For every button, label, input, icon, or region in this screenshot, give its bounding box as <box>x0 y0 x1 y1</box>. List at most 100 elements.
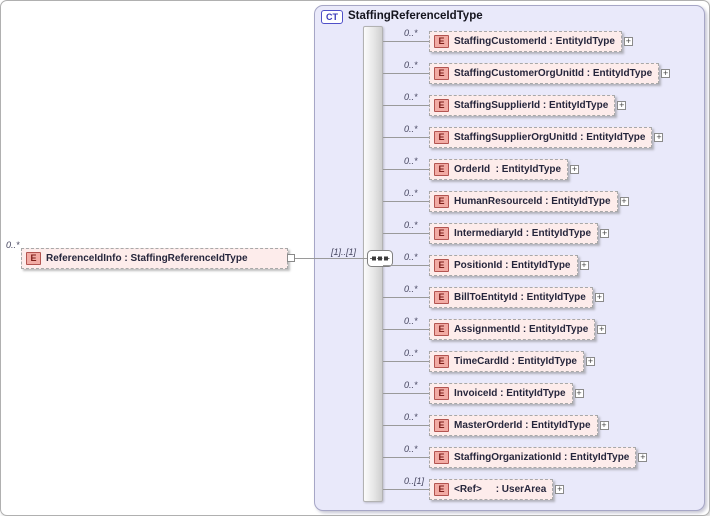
element-icon: E <box>434 194 449 208</box>
element-staffing-supplier-org-unit-id[interactable]: E StaffingSupplierOrgUnitId : EntityIdTy… <box>429 126 653 148</box>
expand-button[interactable]: + <box>586 355 595 366</box>
cardinality-label: 0..[1] <box>404 476 425 486</box>
child-row: 0..* E StaffingSupplierId : EntityIdType… <box>383 92 627 116</box>
element-name: StaffingSupplierOrgUnitId <box>454 131 578 143</box>
connector-line <box>383 457 429 458</box>
element-type: : EntityIdType <box>497 387 566 399</box>
element-icon: E <box>26 251 41 265</box>
element-type: : EntityIdType <box>540 99 609 111</box>
expand-button[interactable]: + <box>638 451 648 462</box>
expand-button[interactable]: + <box>579 259 589 270</box>
element-icon: E <box>434 418 449 432</box>
expand-button[interactable]: + <box>555 483 565 494</box>
element-invoice-id[interactable]: E InvoiceId : EntityIdType <box>429 382 573 404</box>
element-ref-user-area[interactable]: E <Ref> : UserArea <box>429 478 554 500</box>
element-name: <Ref> <box>454 483 482 495</box>
element-type: : EntityIdType <box>502 259 571 271</box>
element-referenceidinfo[interactable]: E ReferenceIdInfo : StaffingReferenceIdT… <box>21 247 288 269</box>
child-row: 0..* E BillToEntityId : EntityIdType + <box>383 284 604 308</box>
element-icon: E <box>434 386 449 400</box>
element-staffing-customer-org-unit-id[interactable]: E StaffingCustomerOrgUnitId : EntityIdTy… <box>429 62 660 84</box>
child-row: 0..* E OrderId : EntityIdType + <box>383 156 580 180</box>
child-row: 0..* E TimeCardId : EntityIdType + <box>383 348 595 372</box>
child-row: 0..* E PositionId : EntityIdType + <box>383 252 589 276</box>
child-row: 0..* E InvoiceId : EntityIdType + <box>383 380 584 404</box>
element-staffing-customer-id[interactable]: E StaffingCustomerId : EntityIdType <box>429 30 622 52</box>
expand-button[interactable]: + <box>599 419 609 430</box>
cardinality-label: 0..* <box>404 412 418 422</box>
element-icon: E <box>434 354 449 368</box>
element-bill-to-entity-id[interactable]: E BillToEntityId : EntityIdType <box>429 286 593 308</box>
cardinality-label: 0..* <box>404 316 418 326</box>
element-type: : EntityIdType <box>520 323 589 335</box>
collapse-toggle[interactable] <box>287 254 295 262</box>
connector-line <box>383 489 429 490</box>
expand-button[interactable]: + <box>654 131 664 142</box>
connector-line <box>383 169 429 170</box>
child-row: 0..* E StaffingOrganizationId : EntityId… <box>383 444 648 468</box>
root-connector-line <box>295 258 367 259</box>
child-row: 0..* E StaffingCustomerId : EntityIdType… <box>383 28 633 52</box>
expand-button[interactable]: + <box>570 163 580 174</box>
element-staffing-supplier-id[interactable]: E StaffingSupplierId : EntityIdType <box>429 94 616 116</box>
element-name: HumanResourceId <box>454 195 543 207</box>
element-assignment-id[interactable]: E AssignmentId : EntityIdType <box>429 318 596 340</box>
element-icon: E <box>434 482 449 496</box>
expand-button[interactable]: + <box>594 291 604 302</box>
element-icon: E <box>434 226 449 240</box>
expand-button[interactable]: + <box>661 67 671 78</box>
child-row: 0..* E AssignmentId : EntityIdType + <box>383 316 607 340</box>
expand-button[interactable]: + <box>619 195 629 206</box>
cardinality-label: 0..* <box>404 348 418 358</box>
element-type: : EntityIdType <box>546 35 615 47</box>
element-name: StaffingCustomerId <box>454 35 547 47</box>
cardinality-label: 0..* <box>404 60 418 70</box>
child-row: 0..* E StaffingSupplierOrgUnitId : Entit… <box>383 124 664 148</box>
element-type: : EntityIdType <box>522 227 592 239</box>
element-type: : EntityIdType <box>490 163 562 175</box>
expand-button[interactable]: + <box>600 227 610 238</box>
complex-type-title: StaffingReferenceIdType <box>348 10 483 22</box>
element-master-order-id[interactable]: E MasterOrderId : EntityIdType <box>429 414 598 436</box>
element-intermediary-id[interactable]: E IntermediaryId : EntityIdType <box>429 222 599 244</box>
connector-line <box>383 329 429 330</box>
expand-button[interactable]: + <box>597 323 607 334</box>
element-position-id[interactable]: E PositionId : EntityIdType <box>429 254 578 276</box>
root-element-row: E ReferenceIdInfo : StaffingReferenceIdT… <box>21 247 288 269</box>
element-type: : UserArea <box>481 483 547 495</box>
compositor-cardinality-label: [1]..[1] <box>331 247 357 257</box>
element-name: PositionId <box>454 259 503 271</box>
element-name: StaffingOrganizationId <box>454 451 562 463</box>
element-icon: E <box>434 130 449 144</box>
element-name: ReferenceIdInfo <box>46 252 122 264</box>
expand-button[interactable]: + <box>623 35 633 46</box>
sequence-compositor-icon[interactable] <box>367 250 393 272</box>
connector-line <box>383 393 429 394</box>
expand-button[interactable]: + <box>617 99 627 110</box>
cardinality-label: 0..* <box>404 92 418 102</box>
child-row: 0..* E StaffingCustomerOrgUnitId : Entit… <box>383 60 671 84</box>
element-name: BillToEntityId <box>454 291 518 303</box>
child-row: 0..* E MasterOrderId : EntityIdType + <box>383 412 609 436</box>
element-type: : EntityIdType <box>542 195 611 207</box>
element-name: OrderId <box>454 163 491 175</box>
element-type: : EntityIdType <box>508 355 577 367</box>
element-type: : EntityIdType <box>584 67 653 79</box>
element-icon: E <box>434 98 449 112</box>
element-order-id[interactable]: E OrderId : EntityIdType <box>429 158 569 180</box>
element-icon: E <box>434 322 449 336</box>
element-name: AssignmentId <box>454 323 521 335</box>
element-name: InvoiceId <box>454 387 498 399</box>
connector-line <box>383 105 429 106</box>
cardinality-label: 0..* <box>404 220 418 230</box>
element-name: StaffingCustomerOrgUnitId <box>454 67 584 79</box>
element-time-card-id[interactable]: E TimeCardId : EntityIdType <box>429 350 584 372</box>
element-type: : EntityIdType <box>517 291 586 303</box>
expand-button[interactable]: + <box>574 387 584 398</box>
element-staffing-organization-id[interactable]: E StaffingOrganizationId : EntityIdType <box>429 446 637 468</box>
element-human-resource-id[interactable]: E HumanResourceId : EntityIdType <box>429 190 618 212</box>
element-type: : EntityIdType <box>522 419 591 431</box>
cardinality-label: 0..* <box>404 380 418 390</box>
child-row: 0..[1] E <Ref> : UserArea + <box>383 476 565 500</box>
